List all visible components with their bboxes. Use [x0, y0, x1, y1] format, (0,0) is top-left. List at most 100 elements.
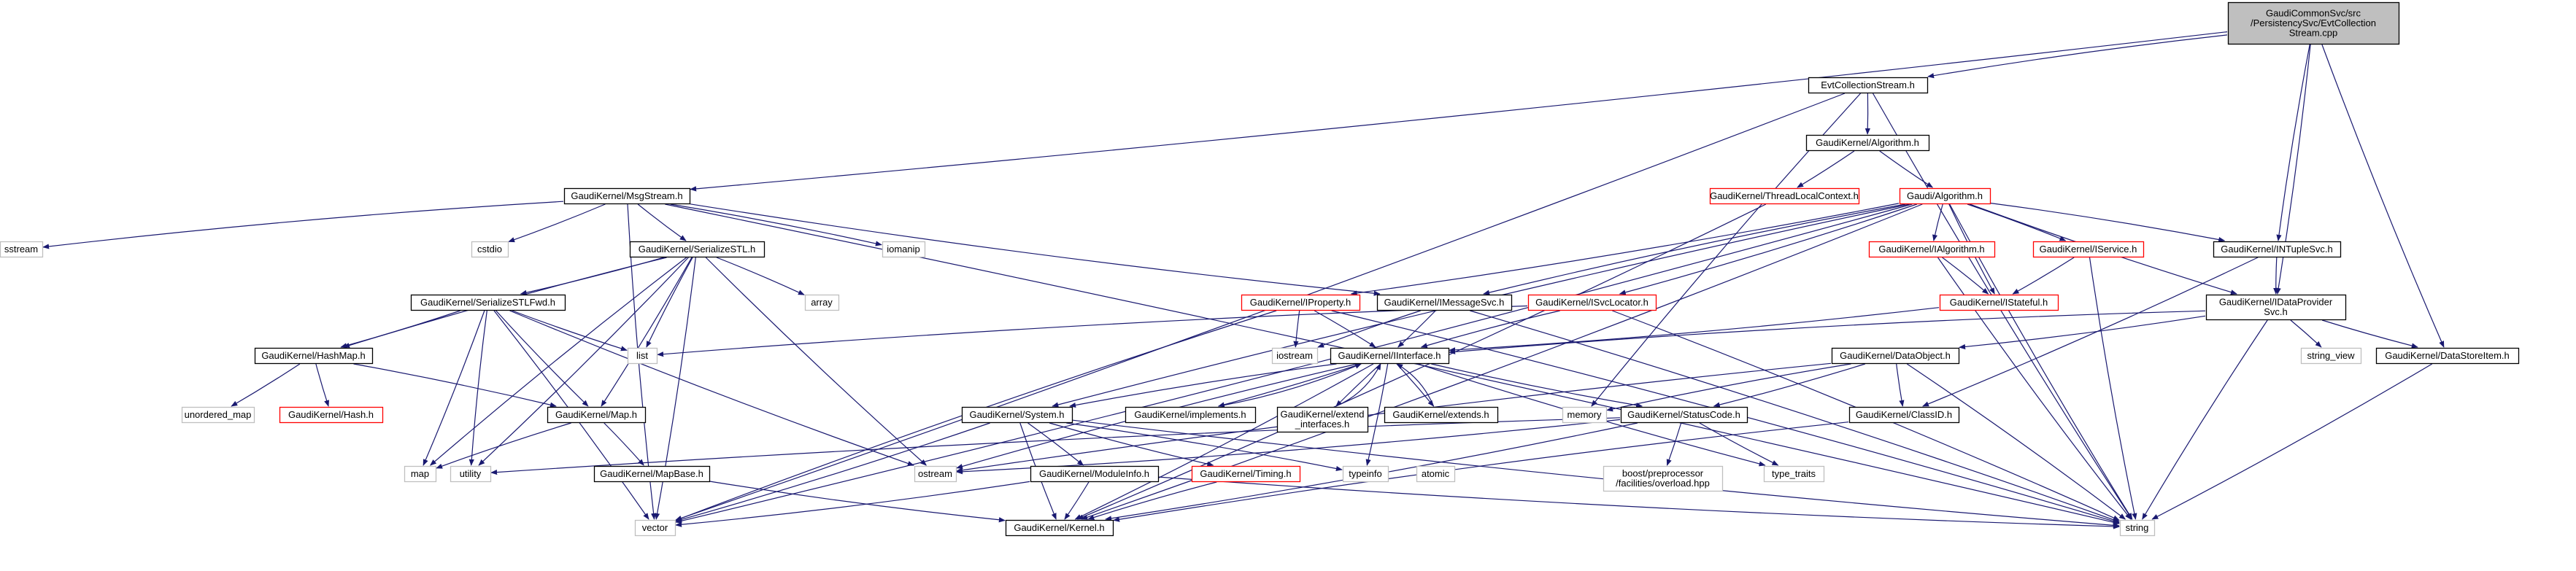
node-istateful[interactable]: GaudiKernel/IStateful.h — [1939, 294, 2059, 311]
edge-serializestl-to-ostream — [705, 257, 927, 466]
edge-gaudi-algorithm-to-iservice — [1967, 203, 2067, 241]
node-box — [1899, 187, 1991, 205]
edge-intuplesvc-to-classid — [1922, 257, 2259, 407]
edge-evtcollstream-to-gk-algorithm — [1864, 93, 1870, 135]
node-evtcollstream[interactable]: EvtCollectionStream.h — [1808, 77, 1929, 94]
node-label-line: GaudiKernel/IAlgorithm.h — [1878, 244, 1984, 255]
node-type-traits[interactable]: type_traits — [1763, 465, 1825, 483]
edge-gaudi-algorithm-to-imessagesvc — [1483, 203, 1906, 295]
node-box — [547, 406, 647, 424]
node-mapbase[interactable]: GaudiKernel/MapBase.h — [593, 465, 711, 483]
node-box — [914, 465, 957, 483]
node-imessagesvc[interactable]: GaudiKernel/IMessageSvc.h — [1376, 294, 1513, 311]
node-gk-algorithm[interactable]: GaudiKernel/Algorithm.h — [1805, 134, 1930, 152]
edge-dataobject-to-statuscode — [1713, 363, 1866, 408]
edge-extends-to-iinterface — [1396, 363, 1435, 407]
node-cstdio[interactable]: cstdio — [471, 241, 509, 258]
node-label-line: unordered_map — [185, 409, 252, 420]
edge-msgstream-to-imessagesvc — [690, 203, 1381, 296]
node-ialgorithm[interactable]: GaudiKernel/IAlgorithm.h — [1868, 241, 1996, 258]
node-label-line: GaudiKernel/MsgStream.h — [571, 190, 682, 201]
node-msgstream[interactable]: GaudiKernel/MsgStream.h — [563, 187, 691, 205]
node-map[interactable]: map — [404, 465, 437, 483]
node-label-line: GaudiKernel/ClassID.h — [1856, 409, 1952, 420]
node-extend-interfaces[interactable]: GaudiKernel/extend_interfaces.h — [1276, 406, 1369, 433]
edge-serializestlfwd-to-list — [512, 310, 628, 351]
node-box — [1276, 406, 1369, 433]
edge-iservice-to-string — [2089, 257, 2137, 520]
node-iomanip[interactable]: iomanip — [882, 241, 926, 258]
node-box — [1384, 406, 1499, 424]
node-label-line: ostream — [918, 468, 952, 479]
node-utility[interactable]: utility — [450, 465, 492, 483]
node-hashmap[interactable]: GaudiKernel/HashMap.h — [254, 347, 374, 365]
node-intuplesvc[interactable]: GaudiKernel/INTupleSvc.h — [2213, 241, 2342, 258]
node-typeinfo[interactable]: typeinfo — [1342, 465, 1389, 483]
edge-intuplesvc-to-idataprovider — [2273, 257, 2279, 295]
node-iservice[interactable]: GaudiKernel/IService.h — [2032, 241, 2145, 258]
node-serializestl[interactable]: GaudiKernel/SerializeSTL.h — [629, 241, 766, 258]
edge-statuscode-to-utility — [490, 417, 1621, 475]
node-label-line: Svc.h — [2264, 306, 2288, 317]
node-iinterface[interactable]: GaudiKernel/IInterface.h — [1330, 347, 1450, 365]
edge-serializestlfwd-to-ostream — [509, 310, 914, 466]
node-extends[interactable]: GaudiKernel/extends.h — [1384, 406, 1499, 424]
node-statuscode[interactable]: GaudiKernel/StatusCode.h — [1620, 406, 1748, 424]
node-box — [1763, 465, 1825, 483]
node-label-line: GaudiKernel/INTupleSvc.h — [2221, 244, 2332, 255]
node-box — [1125, 406, 1257, 424]
node-box — [1808, 77, 1929, 94]
node-label-line: GaudiKernel/ModuleInfo.h — [1039, 468, 1149, 479]
node-box — [450, 465, 492, 483]
node-datastoreitem[interactable]: GaudiKernel/DataStoreItem.h — [2375, 347, 2520, 365]
node-classid[interactable]: GaudiKernel/ClassID.h — [1848, 406, 1960, 424]
node-string[interactable]: string — [2119, 519, 2156, 537]
edge-iinterface-to-statuscode — [1431, 363, 1643, 408]
node-box — [0, 241, 44, 258]
node-string-view[interactable]: string_view — [2300, 347, 2362, 365]
node-timing[interactable]: GaudiKernel/Timing.h — [1191, 465, 1301, 483]
node-label-line: atomic — [1422, 468, 1450, 479]
node-kernel[interactable]: GaudiKernel/Kernel.h — [1005, 519, 1114, 537]
edge-map-h-to-mapbase — [603, 422, 644, 466]
node-map-h[interactable]: GaudiKernel/Map.h — [547, 406, 647, 424]
node-label-line: GaudiKernel/SerializeSTL.h — [639, 244, 755, 255]
node-label-line: list — [636, 350, 648, 361]
node-isvclocator[interactable]: GaudiKernel/ISvcLocator.h — [1527, 294, 1657, 311]
node-array[interactable]: array — [804, 294, 840, 311]
node-ostream[interactable]: ostream — [914, 465, 957, 483]
node-serializestlfwd[interactable]: GaudiKernel/SerializeSTLFwd.h — [410, 294, 566, 311]
node-atomic[interactable]: atomic — [1416, 465, 1456, 483]
node-label-line: GaudiKernel/SerializeSTLFwd.h — [420, 297, 555, 308]
node-memory[interactable]: memory — [1562, 406, 1608, 424]
node-label-line: GaudiKernel/implements.h — [1134, 409, 1246, 420]
edge-moduleinfo-to-kernel — [1064, 481, 1090, 520]
node-list[interactable]: list — [627, 347, 658, 365]
node-label-line: Gaudi/Algorithm.h — [1907, 190, 1983, 201]
node-sstream[interactable]: sstream — [0, 241, 44, 258]
node-hash[interactable]: GaudiKernel/Hash.h — [279, 406, 384, 424]
node-system[interactable]: GaudiKernel/System.h — [961, 406, 1073, 424]
node-box — [2375, 347, 2520, 365]
node-moduleinfo[interactable]: GaudiKernel/ModuleInfo.h — [1030, 465, 1160, 483]
edge-serializestl-to-vector — [655, 257, 696, 520]
node-label-line: GaudiKernel/DataStoreItem.h — [2385, 350, 2510, 361]
edge-serializestlfwd-to-map-h — [495, 310, 589, 407]
edge-serializestlfwd-to-map — [423, 310, 485, 466]
node-gaudi-algorithm[interactable]: Gaudi/Algorithm.h — [1899, 187, 1991, 205]
node-boost-overload[interactable]: boost/preprocessor/facilities/overload.h… — [1603, 465, 1724, 492]
node-vector[interactable]: vector — [634, 519, 676, 537]
node-box — [1342, 465, 1389, 483]
node-dataobject[interactable]: GaudiKernel/DataObject.h — [1831, 347, 1960, 365]
node-unordered-map[interactable]: unordered_map — [181, 406, 255, 424]
node-threadlocal[interactable]: GaudiKernel/ThreadLocalContext.h — [1709, 187, 1860, 205]
edge-dataobject-to-classid — [1896, 363, 1905, 407]
node-iostream[interactable]: iostream — [1271, 347, 1319, 365]
node-iproperty[interactable]: GaudiKernel/IProperty.h — [1241, 294, 1361, 311]
node-box — [181, 406, 255, 424]
node-implements[interactable]: GaudiKernel/implements.h — [1125, 406, 1257, 424]
node-box — [2300, 347, 2362, 365]
nodes-layer: GaudiCommonSvc/src/PersistencySvc/EvtCol… — [0, 1, 2520, 537]
edge-gk-algorithm-to-gaudi-algorithm — [1879, 150, 1934, 188]
